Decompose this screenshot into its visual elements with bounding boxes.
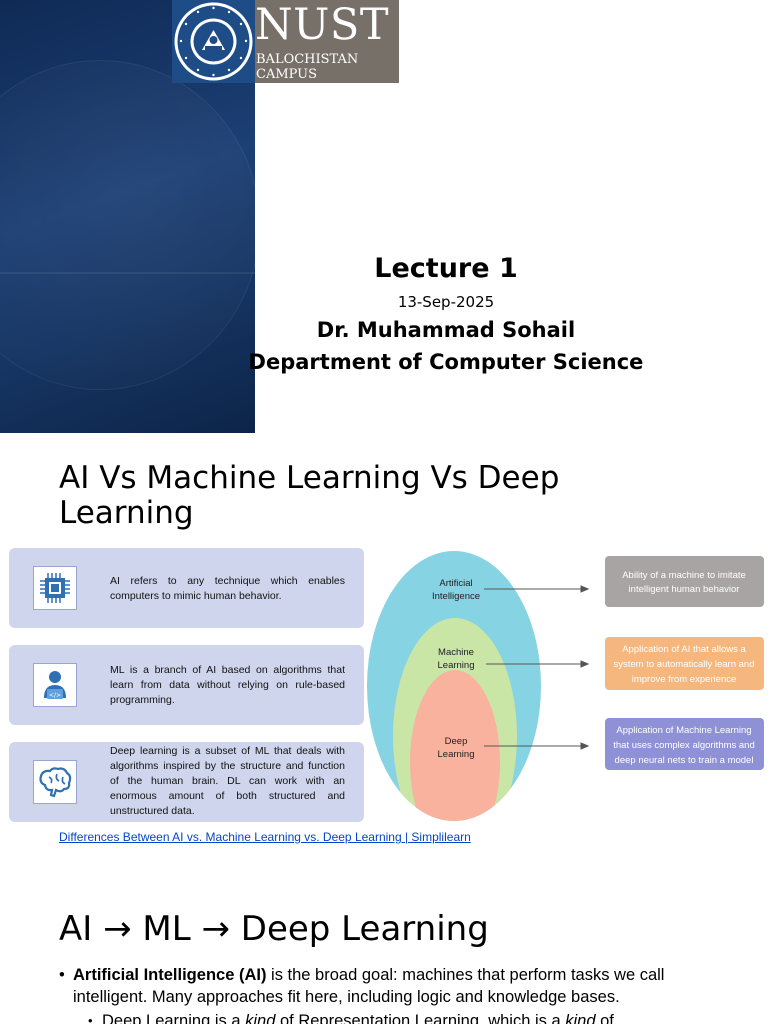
bullet-dot: • [59, 966, 65, 984]
bullet-text: Deep Learning is a kind of Representatio… [102, 1010, 748, 1024]
dl-definition-box [605, 718, 764, 770]
definition-line: intelligent human behavior [629, 584, 740, 595]
arrow-head [580, 660, 590, 668]
slide-title: AI → ML → Deep Learning [59, 909, 489, 949]
bullet-emphasis: kind [245, 1012, 276, 1024]
logo-wordmark-text: NUST [255, 0, 390, 50]
bullet-body: is the broad goal: machines that perform… [73, 966, 665, 1006]
bullet-dot: • [88, 1013, 93, 1024]
definition-line: Application of AI that allows a [622, 644, 746, 655]
bullet-body: of [595, 1012, 614, 1024]
ring-label: Artificial [439, 578, 472, 589]
instructor-name: Dr. Muhammad Sohail [316, 318, 576, 342]
bullet-item: • Artificial Intelligence (AI) is the br… [59, 964, 739, 1008]
arrow-head [580, 742, 590, 750]
bullet-body: of Representation Learning, which is a [275, 1012, 566, 1024]
course-title-line: Intelligence [563, 213, 738, 248]
course-title-line: Applied [625, 143, 738, 178]
simplilearn-link[interactable]: Differences Between AI vs. Machine Learn… [59, 830, 471, 844]
definition-line: that uses complex algorithms and [613, 740, 755, 751]
dl-definition-card: Deep learning is a subset of ML that dea… [9, 742, 364, 822]
ring-label: Machine [438, 647, 474, 658]
dl-ring [410, 670, 500, 821]
ring-label: Learning [438, 660, 475, 671]
ai-ml-dl-diagram: Artificial Intelligence Machine Learning… [367, 551, 764, 821]
logo-subtitle-line: BALOCHISTAN [256, 52, 359, 67]
nust-wordmark: NUST BALOCHISTAN CAMPUS [255, 0, 399, 83]
title-slide: Applied Artificial Intelligence NUST BAL… [0, 0, 768, 433]
ring-label: Deep [445, 736, 468, 747]
ai-definition-box [605, 556, 764, 607]
sub-bullet-item: • Deep Learning is a kind of Representat… [88, 1010, 748, 1024]
decorative-band [0, 272, 255, 274]
ring-label: Intelligence [432, 591, 480, 602]
comparison-slide: AI Vs Machine Learning Vs Deep Learning … [0, 433, 768, 853]
lecture-number: Lecture 1 [374, 253, 518, 284]
bullet-emphasis: kind [565, 1012, 596, 1024]
brain-icon [33, 760, 77, 804]
definition-line: deep neural nets to train a model [615, 755, 754, 766]
definition-line: system to automatically learn and [614, 659, 755, 670]
department-name: Department of Computer Science [248, 350, 644, 374]
hierarchy-slide: AI → ML → Deep Learning • Artificial Int… [0, 853, 768, 1024]
course-title-line: Artificial [614, 178, 738, 213]
decorative-arc [0, 60, 255, 390]
ml-definition-card: </> ML is a branch of AI based on algori… [9, 645, 364, 725]
person-laptop-icon: </> [33, 663, 77, 707]
bullet-body: Deep Learning is a [102, 1012, 246, 1024]
bullet-text: Artificial Intelligence (AI) is the broa… [73, 964, 739, 1008]
slide-title: AI Vs Machine Learning Vs Deep Learning [59, 460, 560, 531]
definition-line: improve from experience [632, 674, 737, 685]
definition-line: Application of Machine Learning [616, 725, 751, 736]
ai-definition-card: AI refers to any technique which enables… [9, 548, 364, 628]
bullet-bold-term: Artificial Intelligence (AI) [73, 966, 267, 984]
svg-text:</>: </> [49, 692, 61, 699]
course-title: Applied Artificial Intelligence [513, 143, 738, 248]
arrow-head [580, 585, 590, 593]
logo-subtitle-line: CAMPUS [256, 67, 318, 82]
cpu-chip-icon [33, 566, 77, 610]
ml-definition-box [605, 637, 764, 690]
ring-label: Learning [438, 749, 475, 760]
card-text: Deep learning is a subset of ML that dea… [110, 745, 345, 817]
card-text: AI refers to any technique which enables… [110, 575, 345, 602]
nust-seal-logo [172, 0, 255, 83]
card-text: ML is a branch of AI based on algorithms… [110, 664, 345, 706]
definition-line: Ability of a machine to imitate [622, 570, 746, 581]
lecture-date: 13-Sep-2025 [397, 293, 495, 311]
